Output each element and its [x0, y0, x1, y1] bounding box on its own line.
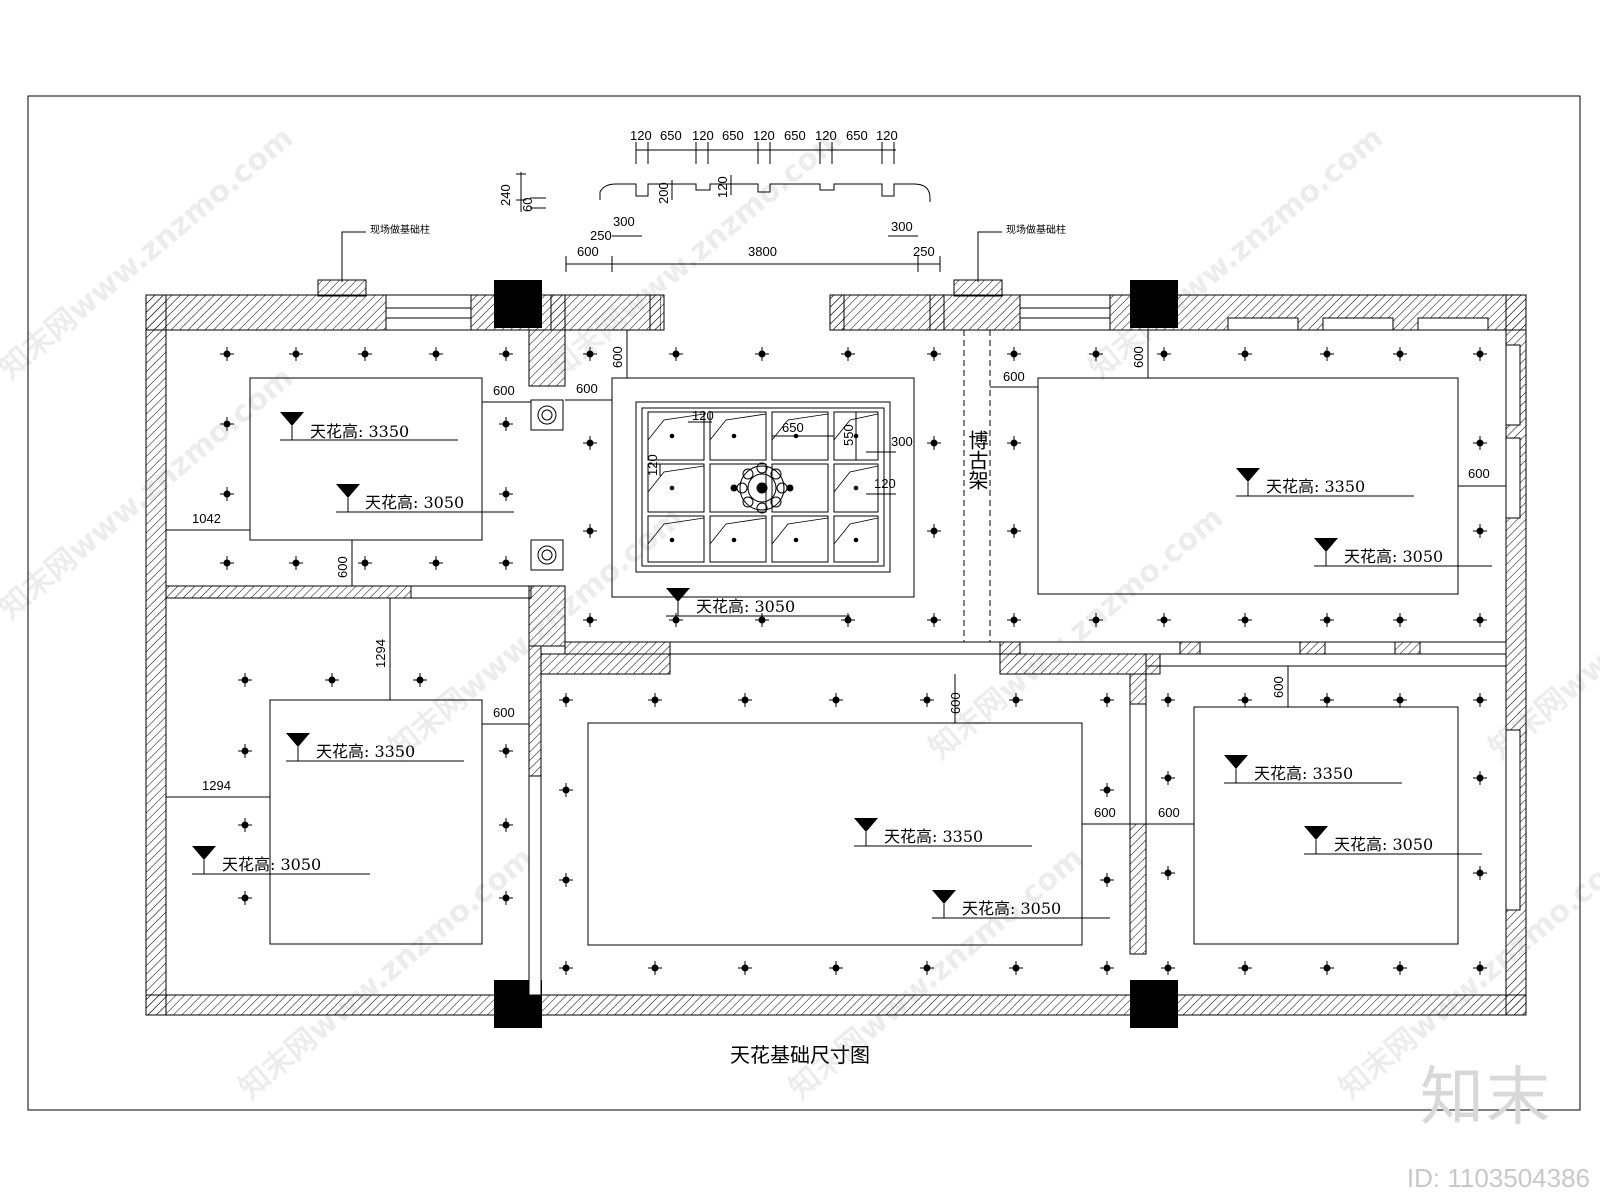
svg-text:天花高: 3350: 天花高: 3350	[884, 827, 983, 846]
svg-text:3800: 3800	[748, 244, 777, 259]
svg-text:250: 250	[590, 228, 612, 243]
base-column	[317, 279, 1003, 297]
level-marker-icon	[854, 818, 1032, 847]
svg-text:120: 120	[874, 476, 896, 491]
svg-text:600: 600	[577, 244, 599, 259]
level-marker-icon	[1224, 755, 1402, 784]
svg-text:240: 240	[498, 184, 513, 206]
sheet-border	[27, 95, 1581, 1111]
svg-text:600: 600	[1271, 676, 1286, 698]
level-marker-icon	[1304, 826, 1482, 855]
svg-text:300: 300	[891, 219, 913, 234]
svg-text:天花高: 3050: 天花高: 3050	[1344, 547, 1443, 566]
svg-text:550: 550	[841, 424, 856, 446]
svg-text:120: 120	[753, 128, 775, 143]
coffered-ceiling	[635, 401, 891, 573]
svg-text:120: 120	[815, 128, 837, 143]
level-marker-icon	[192, 846, 370, 875]
ceiling-height-markers: 天花高: 3350 天花高: 3050 天花高: 3350 天花高: 3050 …	[192, 412, 1492, 919]
svg-text:知末网www.znzmo.com: 知末网www.znzmo.com	[923, 500, 1230, 766]
svg-text:600: 600	[948, 692, 963, 714]
column-note: 现场做基础柱	[370, 223, 430, 236]
drawing-title: 天花基础尺寸图	[730, 1043, 870, 1067]
svg-text:120: 120	[876, 128, 898, 143]
svg-text:知末网www.znzmo.com: 知末网www.znzmo.com	[1083, 120, 1390, 386]
level-marker-icon	[336, 484, 514, 513]
svg-text:知末网www.znzmo.com: 知末网www.znzmo.com	[233, 840, 540, 1106]
svg-text:120: 120	[715, 176, 730, 198]
top-dimension-labels: 120 650 120 650 120 650 120 650 120	[630, 128, 898, 143]
svg-text:博古架: 博古架	[965, 430, 989, 490]
svg-text:120: 120	[692, 408, 714, 423]
rack-label: 博古架	[965, 430, 989, 490]
interior-walls	[165, 329, 1507, 996]
air-vent-icon	[530, 399, 564, 571]
svg-text:650: 650	[846, 128, 868, 143]
level-marker-icon	[286, 733, 464, 762]
svg-text:300: 300	[613, 214, 635, 229]
svg-text:250: 250	[913, 244, 935, 259]
svg-text:1294: 1294	[373, 639, 388, 668]
svg-text:650: 650	[782, 420, 804, 435]
svg-text:1294: 1294	[202, 778, 231, 793]
chandelier-icon	[730, 462, 794, 514]
svg-text:650: 650	[722, 128, 744, 143]
level-marker-icon	[1236, 468, 1414, 497]
structural-column	[494, 280, 1178, 1028]
svg-text:60: 60	[520, 198, 535, 212]
level-marker-icon	[932, 890, 1110, 919]
brand-logo: 知末	[1420, 1061, 1552, 1135]
svg-text:120: 120	[645, 454, 660, 476]
svg-text:600: 600	[493, 705, 515, 720]
svg-text:1042: 1042	[192, 511, 221, 526]
svg-text:120: 120	[630, 128, 652, 143]
column-note: 现场做基础柱	[1006, 223, 1066, 236]
image-id: ID: 1103504386	[1406, 1163, 1590, 1193]
svg-text:知末网www.znzmo.com: 知末网www.znzmo.com	[1483, 500, 1600, 766]
level-marker-icon	[1314, 538, 1492, 567]
svg-text:天花高: 3350: 天花高: 3350	[316, 742, 415, 761]
level-marker-icon	[666, 588, 850, 617]
top-dimension-chain	[635, 142, 896, 164]
svg-text:天花高: 3050: 天花高: 3050	[365, 493, 464, 512]
svg-text:天花高: 3350: 天花高: 3350	[1266, 477, 1365, 496]
svg-text:600: 600	[1131, 346, 1146, 368]
top-section-profile	[599, 183, 931, 202]
svg-text:天花高: 3050: 天花高: 3050	[1334, 835, 1433, 854]
svg-text:300: 300	[891, 434, 913, 449]
svg-text:600: 600	[493, 383, 515, 398]
svg-text:120: 120	[692, 128, 714, 143]
svg-text:600: 600	[610, 346, 625, 368]
svg-text:天花高: 3350: 天花高: 3350	[1254, 764, 1353, 783]
svg-text:600: 600	[1158, 805, 1180, 820]
svg-text:天花高: 3050: 天花高: 3050	[962, 899, 1061, 918]
svg-text:天花高: 3350: 天花高: 3350	[310, 422, 409, 441]
svg-text:200: 200	[656, 182, 671, 204]
level-marker-icon	[280, 412, 458, 441]
svg-text:600: 600	[1468, 466, 1490, 481]
svg-text:600: 600	[335, 556, 350, 578]
svg-text:600: 600	[1003, 369, 1025, 384]
svg-text:650: 650	[660, 128, 682, 143]
svg-text:天花高: 3050: 天花高: 3050	[222, 855, 321, 874]
svg-text:650: 650	[784, 128, 806, 143]
watermark: 知末网www.znzmo.com 知末网www.znzmo.com 知末网www…	[0, 120, 1600, 1106]
svg-text:天花高: 3050: 天花高: 3050	[696, 597, 795, 616]
svg-text:600: 600	[1094, 805, 1116, 820]
svg-text:600: 600	[576, 381, 598, 396]
room-dimension-labels: 600 600 600 600 1042 1294 600 1294 600 6…	[192, 346, 1490, 820]
